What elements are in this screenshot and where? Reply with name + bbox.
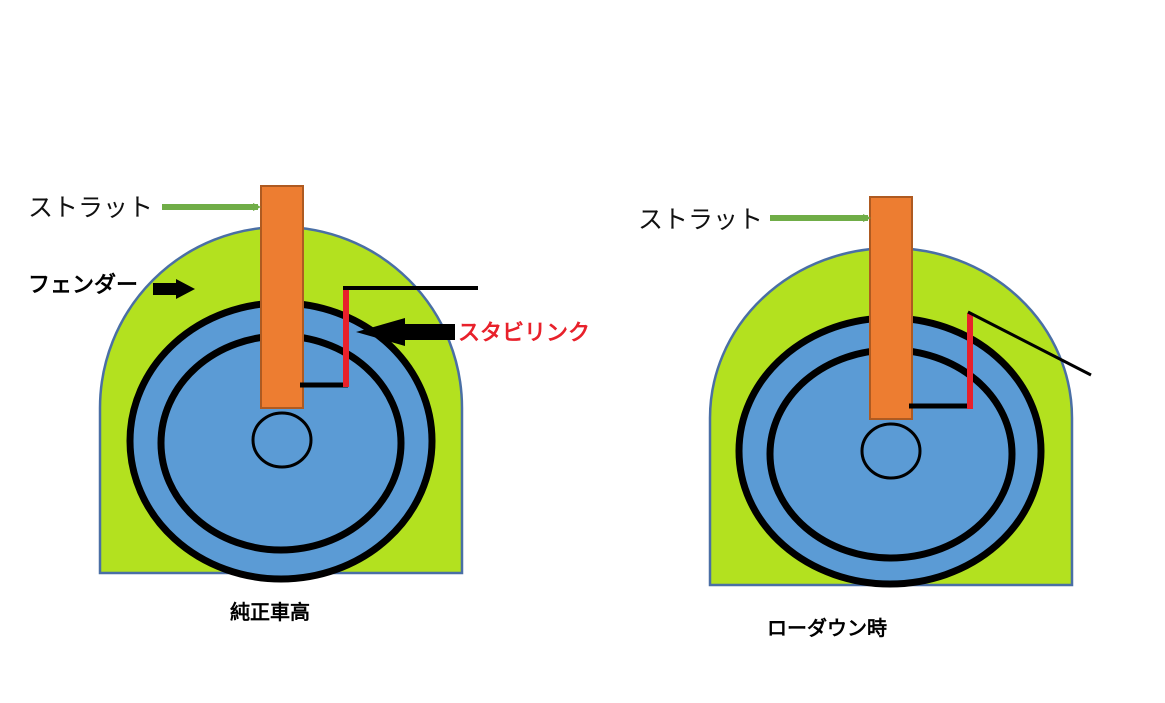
hub-right bbox=[860, 422, 922, 480]
stabilink-arrow bbox=[356, 318, 455, 346]
stock-height-diagram: ストラット フェンダー スタビリンク 純正車高 bbox=[28, 185, 590, 624]
stabilink-label: スタビリンク bbox=[458, 321, 590, 346]
strut-left bbox=[260, 185, 304, 409]
fender-arrow bbox=[153, 279, 195, 299]
lowered-diagram: ストラット ローダウン時 bbox=[638, 196, 1092, 640]
hub-left bbox=[251, 411, 313, 469]
caption-lowered: ローダウン時 bbox=[767, 616, 887, 640]
strut-right bbox=[869, 196, 913, 420]
stabilizer-bar-right bbox=[967, 310, 1092, 377]
strut-label-left: ストラット bbox=[28, 193, 153, 222]
fender-label: フェンダー bbox=[28, 272, 138, 298]
strut-label-right: ストラット bbox=[638, 205, 763, 234]
caption-stock: 純正車高 bbox=[230, 600, 310, 624]
